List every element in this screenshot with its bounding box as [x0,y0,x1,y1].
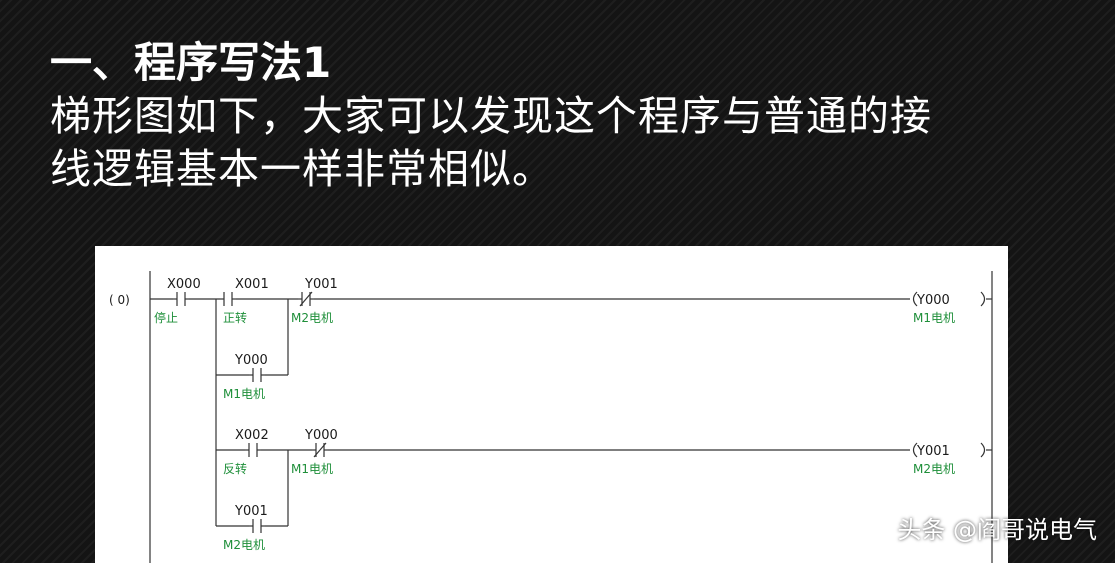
contact-y001-comment: M2电机 [291,311,333,325]
contact-x002: X002 反转 [223,428,269,476]
body-line-1: 梯形图如下，大家可以发现这个程序与普通的接 [50,92,932,140]
slide-text: 一、程序写法1 梯形图如下，大家可以发现这个程序与普通的接 线逻辑基本一样非常相… [50,36,1090,196]
body-line-2: 线逻辑基本一样非常相似。 [50,145,554,193]
coil-y000-comment: M1电机 [913,311,955,325]
contact-y000-nc-comment: M1电机 [291,462,333,476]
contact-x001-comment: 正转 [223,310,247,325]
ladder-diagram-svg: ( 0) X000 停止 X001 正转 [109,271,993,563]
slide-heading: 一、程序写法1 [50,38,332,87]
contact-x000: X000 停止 [154,277,201,325]
coil-y001-comment: M2电机 [913,462,955,476]
contact-y001-branch-address: Y001 [234,504,268,519]
contact-x001: X001 正转 [220,277,269,325]
contact-y001-address: Y001 [304,277,338,292]
contact-y000-branch-address: Y000 [234,353,268,368]
ladder-diagram: ( 0) X000 停止 X001 正转 [95,246,1008,563]
contact-x001-address: X001 [235,277,269,292]
contact-y000-nc: Y000 M1电机 [291,428,338,476]
contact-x000-address: X000 [167,277,201,292]
step-number: ( 0) [109,293,130,307]
contact-y000-branch: Y000 M1电机 [223,353,268,401]
contact-y001-branch: Y001 M2电机 [223,504,268,552]
contact-x002-comment: 反转 [223,461,247,476]
contact-y001-branch-comment: M2电机 [223,538,265,552]
coil-y001-address: Y001 [916,444,950,459]
contact-x000-comment: 停止 [154,310,178,325]
contact-y000-nc-address: Y000 [304,428,338,443]
coil-y001: Y001 M2电机 [912,442,986,476]
coil-y000: Y000 M1电机 [912,291,986,325]
coil-y000-address: Y000 [916,293,950,308]
watermark: 头条 @阎哥说电气 [897,516,1097,544]
contact-y001-nc: Y001 M2电机 [291,277,338,325]
contact-x002-address: X002 [235,428,269,443]
contact-y000-branch-comment: M1电机 [223,387,265,401]
